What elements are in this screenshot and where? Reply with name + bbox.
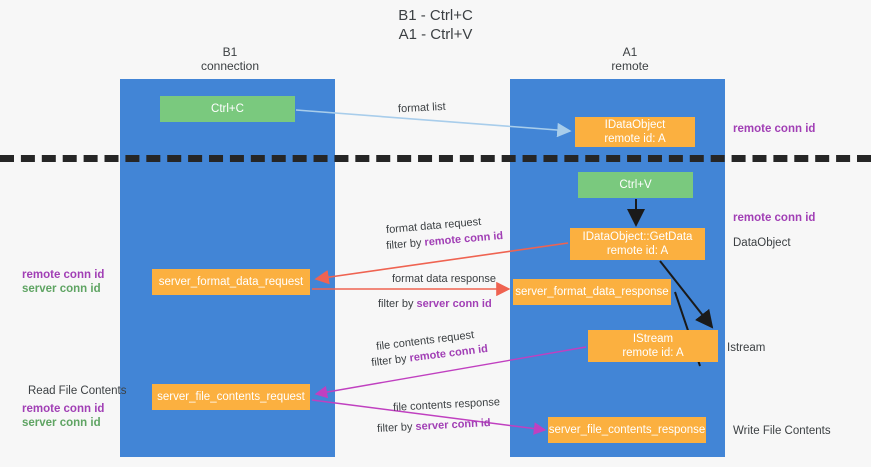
annotation-write-file-contents: Write File Contents: [733, 425, 831, 437]
node-idataobject-label: IDataObject: [604, 119, 666, 131]
annotation-left-remote-conn-id-bot: remote conn id: [22, 403, 105, 415]
edge-label-format-data-response: format data response: [392, 273, 496, 285]
annotation-left-remote-conn-id-mid: remote conn id: [22, 269, 105, 281]
filter-key-server-conn-id: server conn id: [416, 298, 492, 310]
node-server-format-data-request[interactable]: server_format_data_request: [152, 269, 310, 295]
annotation-left-server-conn-id-mid: server conn id: [22, 283, 101, 295]
edge-label-file-contents-response: file contents response: [392, 396, 501, 414]
node-ctrl-v[interactable]: Ctrl+V: [578, 172, 693, 198]
node-ctrl-v-label: Ctrl+V: [619, 179, 652, 191]
node-ctrl-c-label: Ctrl+C: [211, 103, 244, 115]
annotation-istream: Istream: [727, 342, 766, 354]
node-istream[interactable]: IStream remote id: A: [588, 330, 718, 362]
node-getdata-label: IDataObject::GetData: [582, 231, 693, 243]
node-idataobject-getdata[interactable]: IDataObject::GetData remote id: A: [570, 228, 705, 260]
title-line-2: A1 - Ctrl+V: [398, 26, 473, 43]
node-istream-label: IStream: [632, 333, 674, 345]
phase-divider: [0, 155, 871, 162]
title-line-1: B1 - Ctrl+C: [398, 7, 473, 24]
column-header-a1: A1 remote: [550, 45, 710, 73]
annotation-left-conn-ids-mid: remote conn id server conn id: [22, 268, 104, 296]
node-istream-sublabel: remote id: A: [622, 347, 684, 359]
filter-prefix: filter by: [385, 236, 426, 253]
column-header-b1: B1 connection: [150, 45, 310, 73]
node-server-format-data-response-label: server_format_data_response: [515, 286, 669, 298]
column-b1-name: B1: [222, 45, 238, 59]
filter-prefix: filter by: [376, 420, 416, 435]
node-server-file-contents-response-label: server_file_contents_response: [548, 424, 706, 436]
annotation-read-file-contents: Read File Contents: [28, 385, 127, 397]
node-server-file-contents-request[interactable]: server_file_contents_request: [152, 384, 310, 410]
node-idataobject[interactable]: IDataObject remote id: A: [575, 117, 695, 147]
filter-prefix: filter by: [378, 298, 417, 310]
annotation-left-server-conn-id-bot: server conn id: [22, 417, 101, 429]
node-server-format-data-request-label: server_format_data_request: [158, 276, 304, 288]
column-a1-name: A1: [622, 45, 638, 59]
node-server-file-contents-request-label: server_file_contents_request: [157, 391, 305, 403]
edge-label-file-contents-response-filter: filter by server conn id: [377, 416, 491, 437]
page-title: B1 - Ctrl+C A1 - Ctrl+V: [0, 6, 871, 44]
annotation-left-conn-ids-bottom: remote conn id server conn id: [22, 402, 104, 430]
edge-label-format-list: format list: [397, 100, 446, 116]
annotation-remote-conn-id-mid: remote conn id: [733, 212, 816, 224]
column-a1-role: remote: [611, 59, 649, 73]
filter-key-server-conn-id: server conn id: [415, 417, 491, 433]
filter-prefix: filter by: [370, 352, 411, 370]
annotation-remote-conn-id-top: remote conn id: [733, 123, 816, 135]
annotation-dataobject: DataObject: [733, 237, 791, 249]
node-ctrl-c[interactable]: Ctrl+C: [160, 96, 295, 122]
node-idataobject-sublabel: remote id: A: [604, 133, 666, 145]
node-server-format-data-response[interactable]: server_format_data_response: [513, 279, 671, 305]
edge-label-format-data-response-filter: filter by server conn id: [378, 297, 492, 312]
node-getdata-sublabel: remote id: A: [606, 245, 669, 257]
column-b1-role: connection: [200, 59, 260, 73]
node-server-file-contents-response[interactable]: server_file_contents_response: [548, 417, 706, 443]
